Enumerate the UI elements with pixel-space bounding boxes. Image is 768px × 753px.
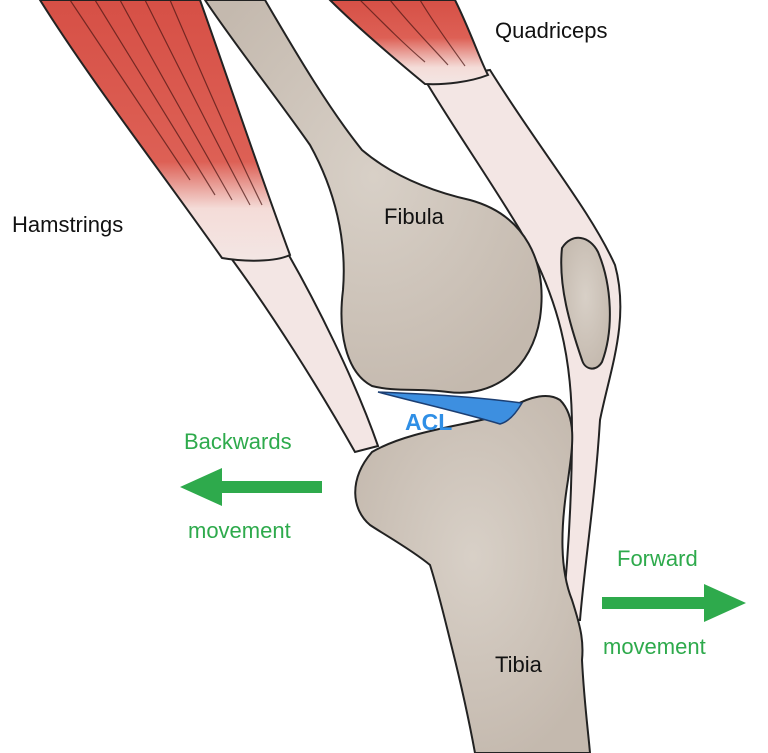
left-arrow-icon <box>180 468 322 506</box>
acl-ligament <box>377 391 524 425</box>
right-arrow-icon <box>602 584 746 622</box>
femur-bone <box>203 0 543 394</box>
tibia-label: Tibia <box>495 652 543 677</box>
tibia-bone <box>354 395 592 753</box>
forward-label: Forward <box>617 546 698 571</box>
hamstrings-label: Hamstrings <box>12 212 123 237</box>
forward-movement-label: movement <box>603 634 706 659</box>
quadriceps-muscle <box>328 0 490 86</box>
backwards-movement-label: movement <box>188 518 291 543</box>
hamstrings-muscle <box>38 0 292 262</box>
backwards-label: Backwards <box>184 429 292 454</box>
patella <box>560 237 611 370</box>
fibula-label: Fibula <box>384 204 445 229</box>
quadriceps-label: Quadriceps <box>495 18 608 43</box>
hamstrings-fibers <box>69 0 263 206</box>
acl-label: ACL <box>405 409 452 435</box>
hamstrings-tendon <box>223 243 380 454</box>
quadriceps-fibers <box>359 0 466 67</box>
